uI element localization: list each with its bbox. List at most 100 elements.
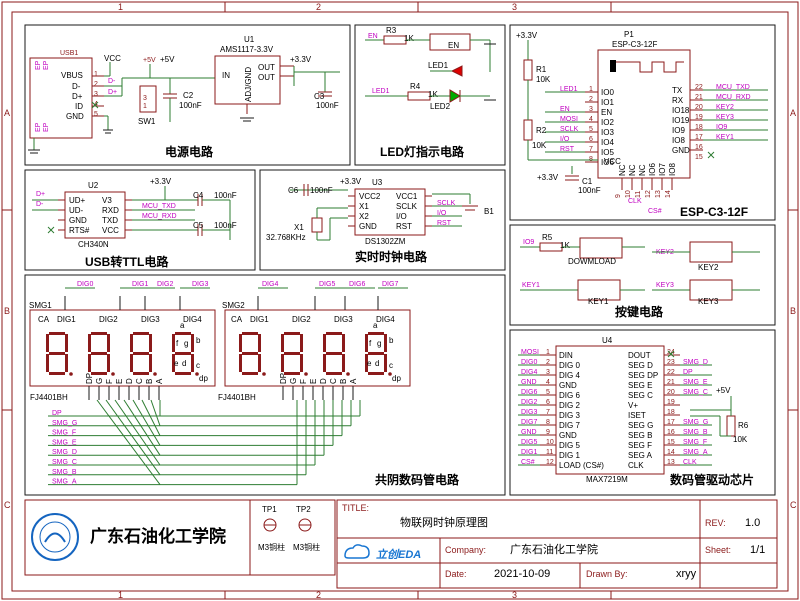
u4-right-pin-3: SEG E [628,381,652,390]
u4-right-pin-6: ISET [628,411,646,420]
c1-value: 100nF [578,186,601,195]
rev-label: REV: [705,518,726,528]
smg2-seg-b: b [389,336,394,345]
u4-part: MAX7219M [586,475,628,484]
smg1-top-net-2: DIG2 [157,281,173,288]
u4-left-pin-1: DIG 0 [559,361,580,370]
inner-frame [11,11,789,592]
esp-left-num-0: 1 [589,86,593,93]
u4-left-net-0: MOSI [521,349,539,356]
p5v-label-driver: +5V [716,386,731,395]
col-1: 1 [118,2,123,12]
smg2-pin-label-3: E [309,379,318,384]
esp-bottom-pin-1: NC [628,164,637,176]
smg2-pin-label-0: DP [279,373,288,384]
col-2: 2 [316,2,321,12]
p33-label-power: +3.3V [290,55,312,64]
esp-right-num-2: 20 [695,104,703,111]
r4-ref: R4 [410,82,421,91]
smg2-top-net-3: DIG7 [382,281,398,288]
usb-ttl-panel-title: USB转TTL电路 [85,254,169,269]
smg2-pin-label-2: F [299,379,308,384]
seven-seg-digit-7 [365,332,392,376]
usb1-body [29,57,93,139]
u3-part: DS1302ZM [365,237,406,246]
smg-bus-net-1: SMG_G [52,420,77,427]
esp-net-clk: CLK [628,198,642,205]
esp-left-pin-1: IO1 [601,98,614,107]
esp-left-pin-5: IO4 [601,138,614,147]
u3-right-pin-1: SCLK [396,202,418,211]
u4-left-net-1: DIG0 [521,359,537,366]
esp-left-pin-3: IO2 [601,118,614,127]
esp-left-num-1: 2 [589,96,593,103]
seven-seg-digit-0 [46,332,73,376]
r1-ref: R1 [536,65,547,74]
u4-right-num-8: 16 [667,429,675,436]
esp-right-pin-5: IO8 [672,136,685,145]
row-a: A [4,108,10,118]
u1-part: AMS1117-3.3V [220,45,274,54]
smg1-digit-label-2: DIG3 [141,315,160,324]
u4-right-num-10: 14 [667,449,675,456]
smg1-ca: CA [38,315,50,324]
smg2-digit-label-3: DIG4 [376,315,395,324]
u4-left-net-10: DIG1 [521,449,537,456]
smg2-pin-label-1: G [289,378,298,384]
esp-left-net-3: MOSI [560,116,578,123]
u4-right-pin-11: CLK [628,461,644,470]
smg2-top-net-2: DIG6 [349,281,365,288]
col-1-bottom: 1 [118,590,123,600]
key-download-body[interactable] [579,237,623,259]
usb1-pin-vbus: VBUS [61,71,83,80]
smg2-body [224,309,411,387]
smg1-seg-b: b [196,336,201,345]
test-points-box [249,499,336,576]
u4-right-pin-4: SEG C [628,391,653,400]
u4-body [555,345,665,475]
u4-left-pin-10: DIG 1 [559,451,580,460]
u3-ref: U3 [372,178,383,187]
u2-left-pin-2: GND [69,216,87,225]
u3-left-pin-0: VCC2 [359,192,381,201]
title-block [336,499,778,589]
usb1-pin-dm: D- [72,82,81,91]
driver-panel-title: 数码管驱动芯片 [670,472,754,487]
c5-value: 100nF [214,221,237,230]
u4-right-pin-1: SEG D [628,361,653,370]
smg1-ref: SMG1 [29,301,52,310]
u3-right-pin-2: I/O [396,212,407,221]
smg2-pin-label-5: C [329,378,338,384]
r2-ref: R2 [536,126,547,135]
esp-right-num-3: 19 [695,114,703,121]
seven-seg-digit-1 [88,332,115,376]
u3-right-pin-0: VCC1 [396,192,418,201]
u4-right-num-9: 15 [667,439,675,446]
p33-label-esp-bottom: +3.3V [537,173,559,182]
led1-ref: LED1 [428,61,449,70]
smg1-part: FJ4401BH [30,393,68,402]
esp-bottom-pin-3: IO6 [648,163,657,176]
esp-right-pin-3: IO19 [672,116,690,125]
esp-left-num-4: 5 [589,126,593,133]
esp-right-pin-1: RX [672,96,684,105]
smg1-digit-label-0: DIG1 [57,315,76,324]
row-a-right: A [790,108,796,118]
power-panel-title: 电源电路 [165,144,214,159]
esp-left-net-2: EN [560,106,570,113]
u2-net-dp: D+ [36,191,45,198]
u4-right-net-4: SMG_C [683,389,708,396]
en-switch-body [429,33,471,51]
smg2-seg-dp: dp [392,374,401,383]
rtc-panel [259,169,506,271]
u4-left-num-5: 6 [546,399,550,406]
esp-part: ESP-C3-12F [612,40,657,49]
u4-left-pin-4: DIG 6 [559,391,580,400]
u4-right-net-7: SMG_G [683,419,708,426]
u4-right-num-0: 24 [667,349,675,356]
key2-body[interactable] [689,241,733,263]
u4-left-pin-6: DIG 3 [559,411,580,420]
c6-ref: C6 [288,186,299,195]
